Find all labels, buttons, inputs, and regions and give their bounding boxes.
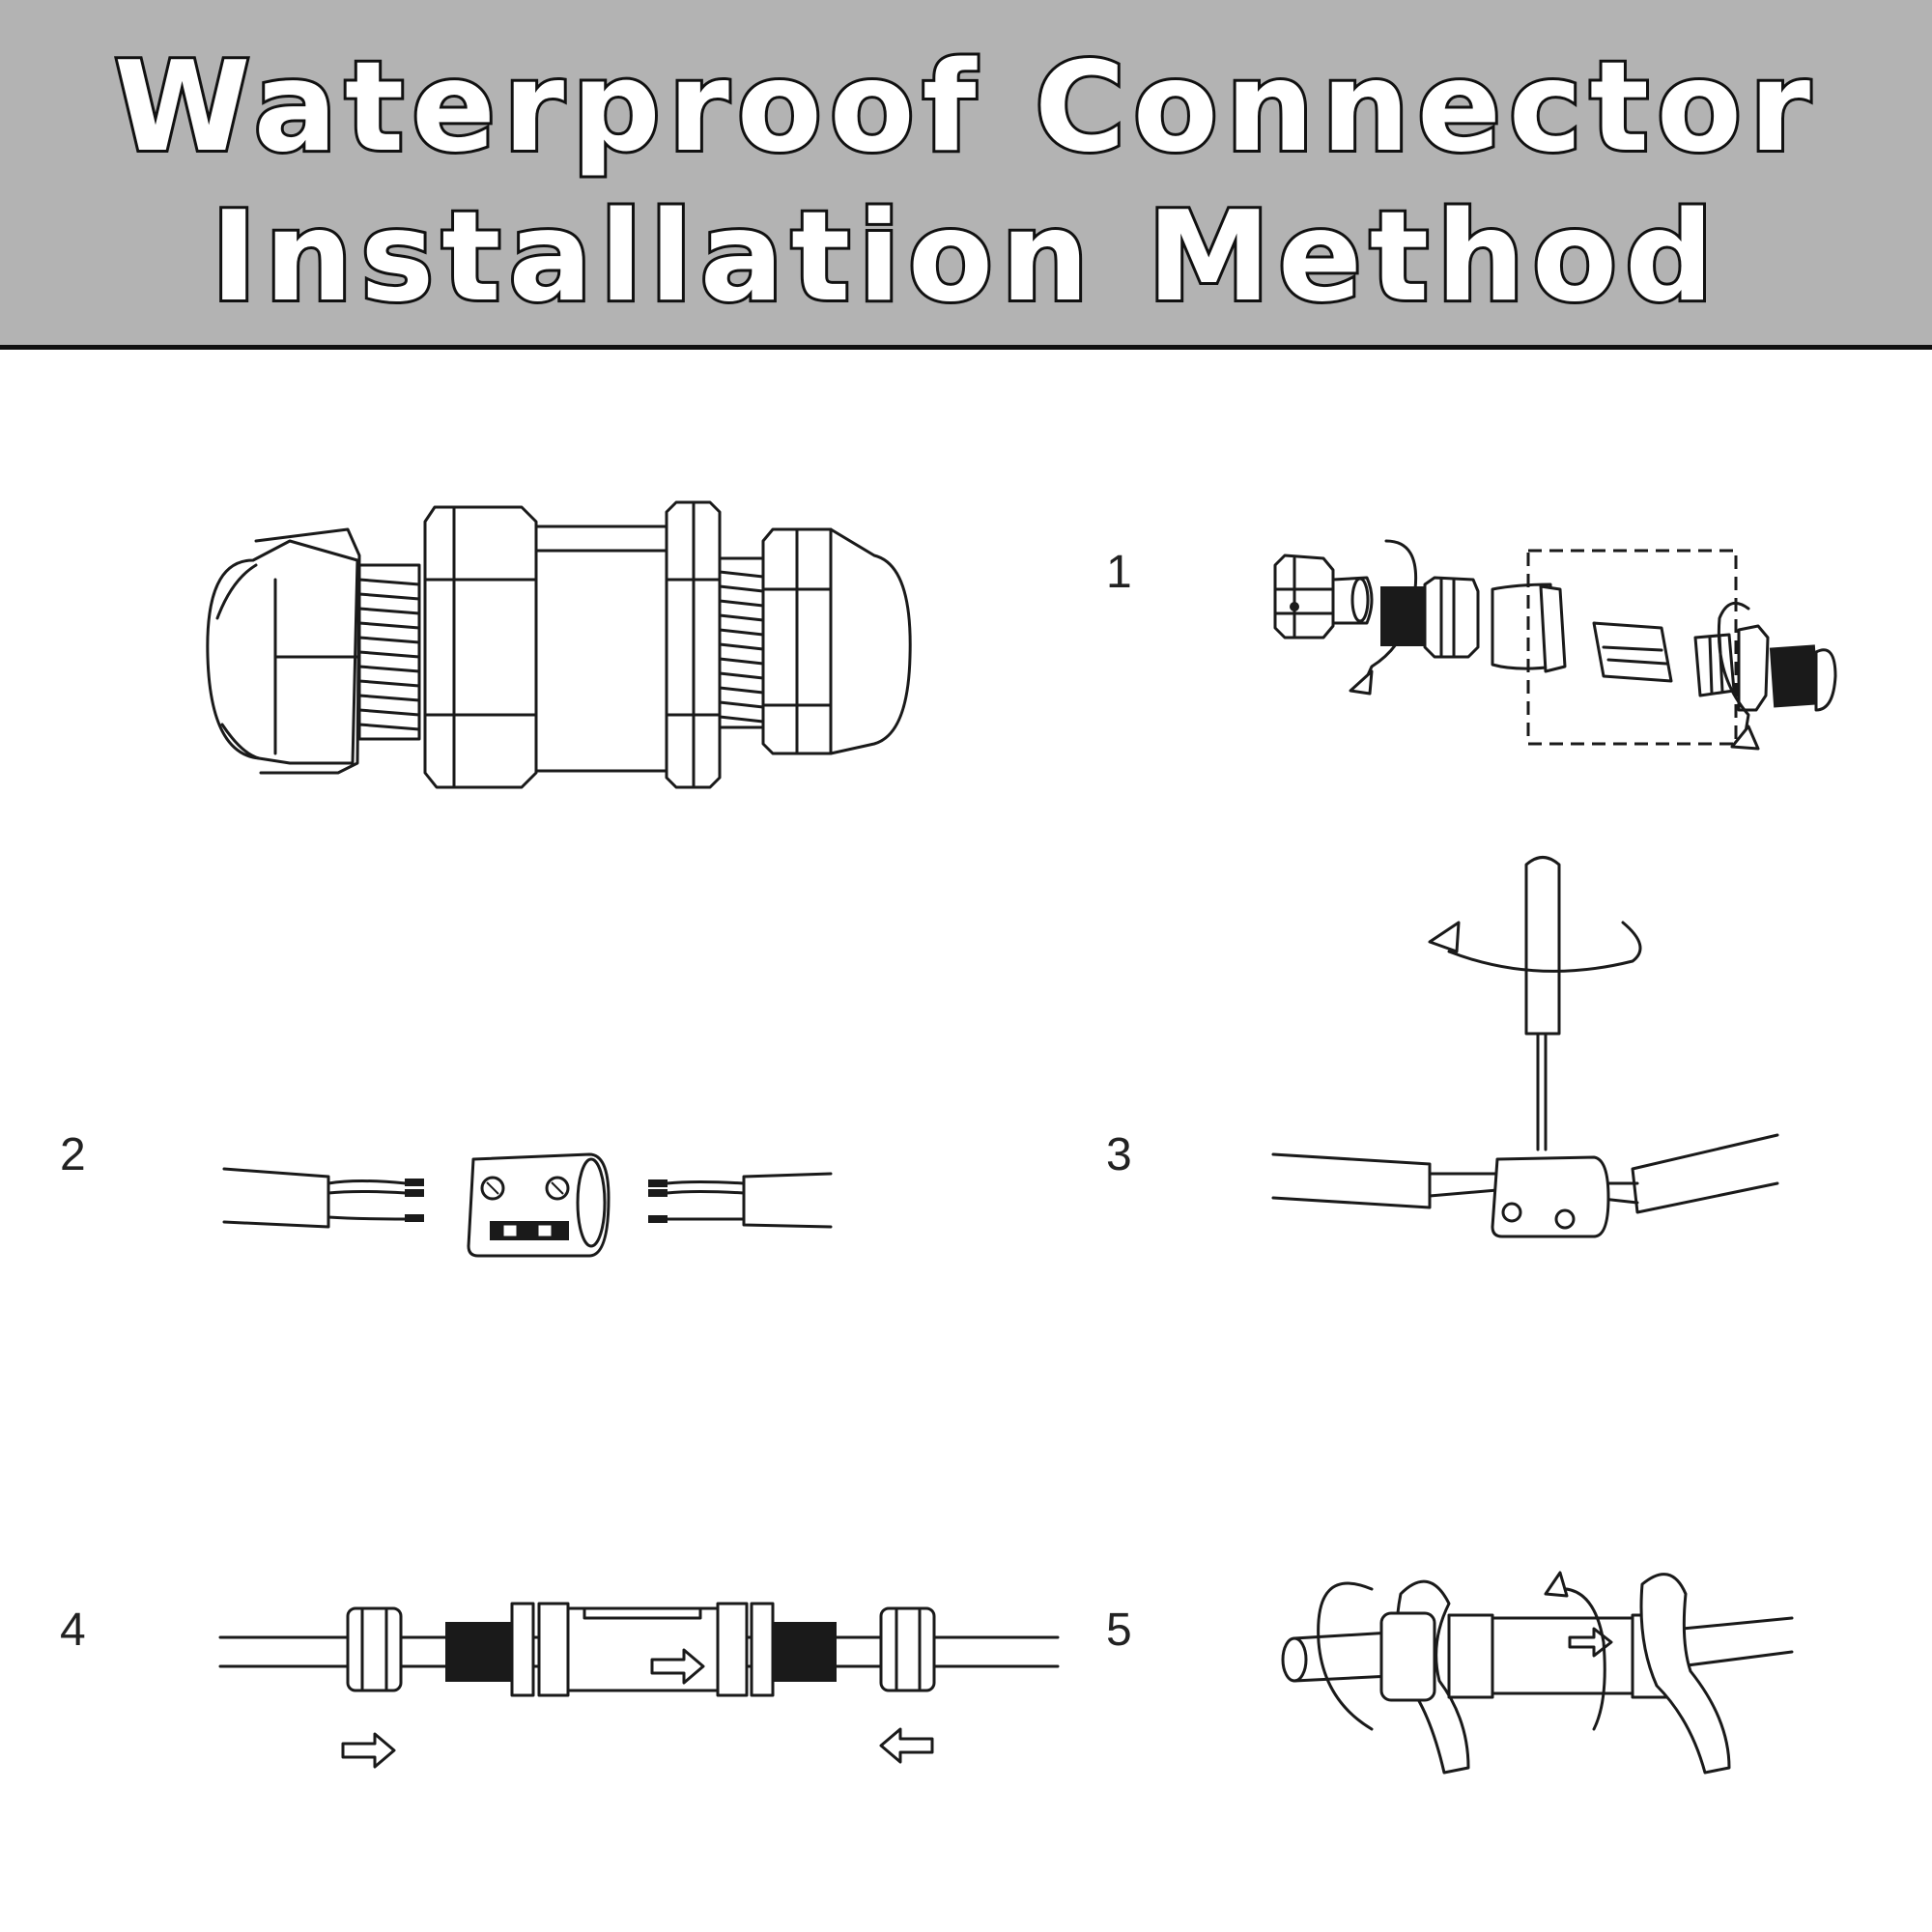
- step4-drawing: [218, 1602, 1060, 1769]
- step-1-number: 1: [1106, 547, 1132, 598]
- title: Waterproof Connector Installation Method: [111, 33, 1818, 332]
- header-banner: Waterproof Connector Installation Method: [0, 0, 1932, 350]
- step3-drawing: [1271, 856, 1779, 1238]
- step2-drawing: [222, 1152, 833, 1258]
- step-3-number: 3: [1106, 1129, 1132, 1180]
- title-line-1: Waterproof Connector: [114, 36, 1818, 180]
- step5-drawing: [1281, 1571, 1794, 1775]
- assembled-connector-drawing: [206, 500, 912, 789]
- step-4-number: 4: [60, 1605, 86, 1656]
- step-2-number: 2: [60, 1129, 86, 1180]
- title-line-2: Installation Method: [211, 185, 1720, 329]
- step1-exploded-drawing: [1273, 539, 1837, 751]
- step-5-number: 5: [1106, 1605, 1132, 1656]
